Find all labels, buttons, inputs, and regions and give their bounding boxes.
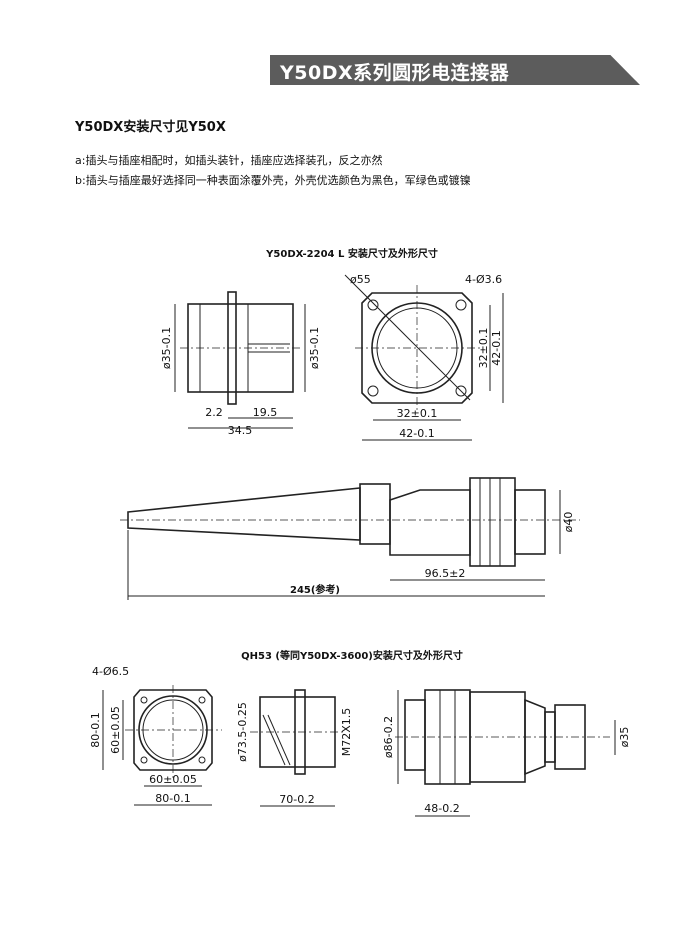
- d2-dia: ø40: [562, 512, 575, 533]
- drawing1-side-view: [174, 291, 306, 429]
- drawing3-caption: QH53 (等同Y50DX-3600)安装尺寸及外形尺寸: [241, 649, 463, 662]
- d3-side-thread: M72X1.5: [340, 708, 353, 757]
- d3-front-v-inner: 60±0.05: [109, 706, 122, 754]
- d1-front-v-inner: 32±0.1: [477, 328, 490, 369]
- d1-side-dia-left: ø35-0.1: [160, 327, 173, 369]
- title-banner: Y50DX系列圆形电连接器: [270, 55, 640, 85]
- d3-side-dia: ø73.5-0.25: [236, 702, 249, 762]
- subtitle: Y50DX安装尺寸见Y50X: [75, 120, 226, 135]
- d1-side-dia-right: ø35-0.1: [308, 327, 321, 369]
- d1-side-d1: 2.2: [205, 406, 223, 419]
- d1-front-holes: 4-Ø3.6: [465, 273, 502, 286]
- drawing1-caption: Y50DX-2204 L 安装尺寸及外形尺寸: [265, 247, 438, 260]
- d1-front-h-inner: 32±0.1: [397, 407, 438, 420]
- d3-plug-dia: ø86-0.2: [382, 716, 395, 758]
- d3-plug-cable: ø35: [618, 727, 631, 748]
- d1-front-h-outer: 42-0.1: [399, 427, 434, 440]
- drawing3-plug-view: [395, 689, 616, 817]
- d2-total: 245(参考): [290, 583, 340, 596]
- d1-front-v-outer: 42-0.1: [490, 330, 503, 365]
- d1-side-d2: 19.5: [253, 406, 278, 419]
- d3-front-holes: 4-Ø6.5: [92, 665, 129, 678]
- d3-front-h-outer: 80-0.1: [155, 792, 190, 805]
- note-b: b:插头与插座最好选择同一种表面涂覆外壳，外壳优选颜色为黑色，军绿色或镀镍: [75, 174, 471, 187]
- d3-plug-length: 48-0.2: [424, 802, 459, 815]
- drawing3-side-view: [250, 689, 345, 807]
- page-title: Y50DX系列圆形电连接器: [280, 62, 510, 84]
- drawing3-front-view: [102, 685, 222, 806]
- d1-side-total: 34.5: [228, 424, 253, 437]
- d1-front-dia: ø55: [350, 273, 371, 286]
- note-a: a:插头与插座相配时，如插头装针，插座应选择装孔，反之亦然: [75, 154, 383, 167]
- drawing2-cable-connector: [120, 477, 580, 600]
- drawing1-front-view: [344, 274, 504, 441]
- d3-side-length: 70-0.2: [279, 793, 314, 806]
- d3-front-h-inner: 60±0.05: [149, 773, 197, 786]
- d2-length: 96.5±2: [425, 567, 466, 580]
- d3-front-v-outer: 80-0.1: [89, 712, 102, 747]
